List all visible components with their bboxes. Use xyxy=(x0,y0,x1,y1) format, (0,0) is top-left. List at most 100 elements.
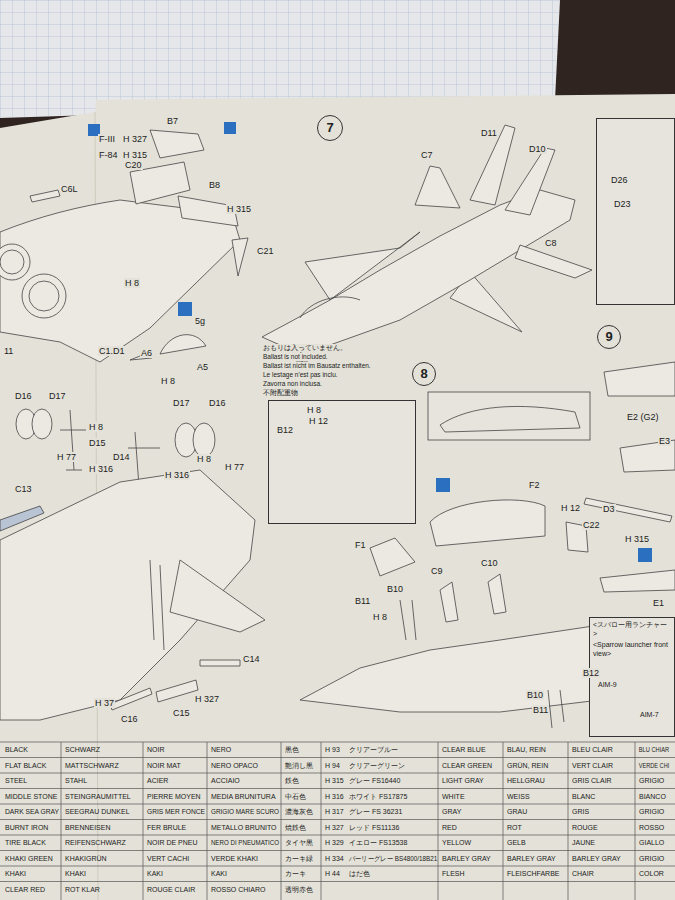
color-table-cell: H 315 xyxy=(324,776,345,785)
color-table-cell: MATTSCHWARZ xyxy=(64,761,120,770)
color-table-cell: VERDE CHI xyxy=(638,761,670,770)
colour-table-rules xyxy=(0,742,675,900)
color-table-cell: NERO OPACO xyxy=(210,761,259,770)
part-label: D17 xyxy=(172,398,191,408)
color-table-cell: クリアーグリーン xyxy=(348,761,406,770)
color-table-cell: WHITE xyxy=(441,792,466,801)
color-table-cell: 黒色 xyxy=(284,745,300,754)
part-label: C8 xyxy=(544,238,558,248)
color-table-cell: H 329 xyxy=(324,838,345,847)
part-label: H 8 xyxy=(124,278,140,288)
step-number-text: 9 xyxy=(605,330,612,344)
part-label: H 12 xyxy=(560,503,581,513)
color-table-cell: H 327 xyxy=(324,823,345,832)
part-label: D23 xyxy=(614,199,631,209)
color-table-cell: 鉄色 xyxy=(284,776,300,785)
color-table-cell: GRIGIO xyxy=(638,854,665,863)
color-table-cell: COLOR xyxy=(638,869,665,878)
color-table-cell: NOIR MAT xyxy=(146,761,182,770)
color-table-cell: ROT KLAR xyxy=(64,885,101,894)
color-table-cell: CLEAR BLUE xyxy=(441,745,487,754)
part-label: H 8 xyxy=(160,376,176,386)
part-label: B7 xyxy=(166,116,179,126)
part-label: D17 xyxy=(48,391,67,401)
color-table-cell: VERDE KHAKI xyxy=(210,854,259,863)
color-table-cell: BLEU CLAIR xyxy=(571,745,614,754)
color-table-cell: GRAY xyxy=(441,807,462,816)
part-label: D16 xyxy=(208,398,227,408)
note-text: Zavorra non inclusa. xyxy=(262,380,323,388)
note-text: Le lestage n'est pas inclu. xyxy=(262,371,339,379)
color-table-cell: KHAKI xyxy=(4,869,27,878)
color-table-cell: YELLOW xyxy=(441,838,472,847)
part-label: AIM-7 xyxy=(640,710,659,719)
color-table-cell: 艶消し黒 xyxy=(284,761,314,770)
color-table-cell: タイヤ黒 xyxy=(284,838,314,847)
color-table-cell: NOIR xyxy=(146,745,166,754)
color-table-cell: KAKI xyxy=(146,869,164,878)
part-label: H 12 xyxy=(309,416,328,426)
color-table-cell: H 334 xyxy=(324,854,345,863)
part-label: H 315 xyxy=(122,150,148,160)
color-table-cell: グレー FS16440 xyxy=(348,776,401,785)
parts-box: D26D23 xyxy=(596,118,675,305)
part-label: H 77 xyxy=(56,452,77,462)
color-table-cell: ROUGE xyxy=(571,823,599,832)
part-label: 11 xyxy=(3,346,14,356)
part-label: H 316 xyxy=(164,470,190,480)
part-label: F1 xyxy=(354,540,367,550)
part-label: C20 xyxy=(124,160,143,170)
part-label: C7 xyxy=(420,150,434,160)
color-table-cell: 透明赤色 xyxy=(284,885,314,894)
part-label: H 315 xyxy=(226,204,252,214)
color-table-cell: REIFENSCHWARZ xyxy=(64,838,127,847)
color-table-cell: 濃海灰色 xyxy=(284,807,314,816)
step-number-text: 7 xyxy=(326,121,333,135)
part-label: C1.D1 xyxy=(98,346,126,356)
step-7-aircraft xyxy=(262,125,592,362)
color-table-cell: H 316 xyxy=(324,792,345,801)
step-6-parts xyxy=(0,122,265,720)
detail-box: B12H 8H 12 xyxy=(268,400,416,524)
step-9-missiles xyxy=(584,362,675,592)
part-label: C6L xyxy=(60,184,79,194)
part-label: B11 xyxy=(354,596,371,606)
color-table-cell: ACIER xyxy=(146,776,169,785)
part-label: A5 xyxy=(196,362,209,372)
color-table-cell: VERT CACHI xyxy=(146,854,190,863)
color-table-cell: クリアーブルー xyxy=(348,745,399,754)
color-table-cell: カーキ xyxy=(284,869,307,878)
color-table-cell: BURNT IRON xyxy=(4,823,49,832)
color-table-cell: NERO DI PNEUMATICO xyxy=(210,838,280,847)
part-label: C13 xyxy=(14,484,33,494)
color-table-cell: FLEISCHFARBE xyxy=(506,869,561,878)
color-table-cell: KHAKIGRÜN xyxy=(64,854,108,863)
note-text: Ballast is not included. xyxy=(262,353,329,361)
note-text: Ballast ist nicht im Bausatz enthalten. xyxy=(262,362,372,370)
part-label: F-III xyxy=(98,134,116,144)
color-table-cell: イエロー FS13538 xyxy=(348,838,408,847)
color-table-cell: FLAT BLACK xyxy=(4,761,47,770)
color-table-cell: 焼鉄色 xyxy=(284,823,307,832)
color-table-cell: CHAIR xyxy=(571,869,595,878)
color-table-cell: GELB xyxy=(506,838,527,847)
color-table-cell: H 44 xyxy=(324,869,341,878)
color-table-cell: H 317 xyxy=(324,807,345,816)
color-table-cell: ROSSO CHIARO xyxy=(210,885,266,894)
part-label: F2 xyxy=(528,480,541,490)
color-table-cell: STAHL xyxy=(64,776,88,785)
part-label: <Sparrow launcher front view> xyxy=(590,638,674,658)
part-label: AIM-9 xyxy=(598,680,617,689)
part-label: A6 xyxy=(140,348,153,358)
color-table-cell: KAKI xyxy=(210,869,228,878)
part-label: C16 xyxy=(120,714,139,724)
color-table-cell: HELLGRAU xyxy=(506,776,546,785)
color-table-cell: GRAU xyxy=(506,807,528,816)
note-text: おもりは入っていません。 xyxy=(262,344,348,352)
color-table-cell: BLU CHIAR xyxy=(638,745,670,754)
color-table-cell: NOIR DE PNEU xyxy=(146,838,199,847)
instruction-page xyxy=(0,94,675,900)
part-label: H 327 xyxy=(194,694,220,704)
part-label: 5g xyxy=(194,316,206,326)
color-table-cell: GRIGIO xyxy=(638,776,665,785)
